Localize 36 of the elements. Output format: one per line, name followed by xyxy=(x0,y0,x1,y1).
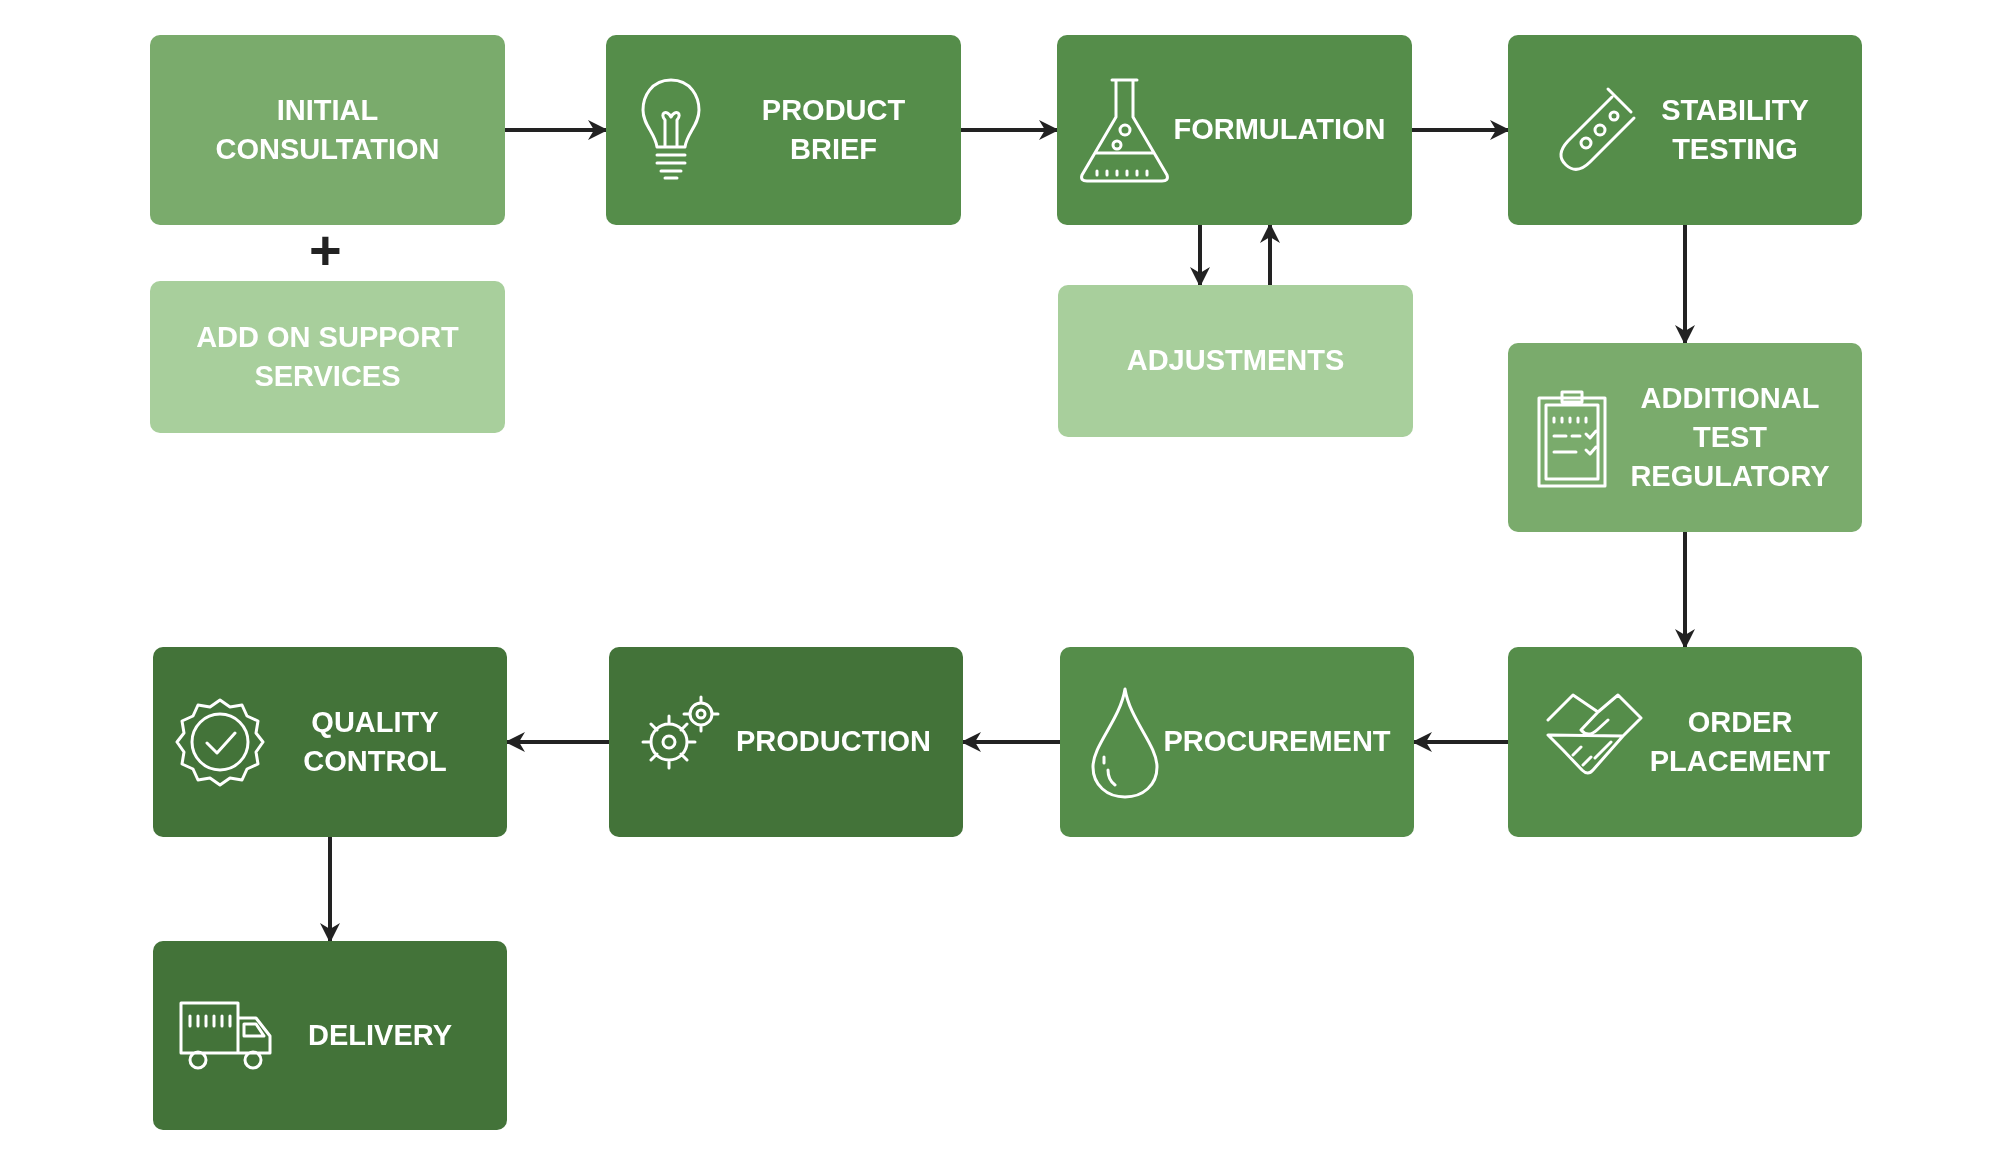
step-label: PRODUCT BRIEF xyxy=(760,92,907,167)
arrow xyxy=(1260,223,1280,285)
process-box xyxy=(150,281,505,433)
process-box xyxy=(609,647,963,837)
plus-sign: + xyxy=(309,222,342,278)
step-label: INITIAL CONSULTATION xyxy=(214,92,441,167)
step-label: PROCUREMENT xyxy=(1163,724,1391,760)
process-box xyxy=(1060,647,1414,837)
process-box xyxy=(150,35,505,225)
arrow xyxy=(505,732,609,752)
step-label: STABILITY TESTING xyxy=(1660,92,1810,167)
process-box xyxy=(606,35,961,225)
process-box xyxy=(153,941,507,1130)
step-label: QUALITY CONTROL xyxy=(302,704,448,779)
step-label: ORDER PLACEMENT xyxy=(1648,704,1832,779)
arrow xyxy=(1675,532,1695,649)
arrow xyxy=(320,837,340,943)
arrow xyxy=(1412,732,1508,752)
process-box xyxy=(1058,285,1413,437)
process-box xyxy=(1057,35,1412,225)
process-box xyxy=(1508,647,1862,837)
arrow xyxy=(961,120,1059,140)
step-label: ADDITIONAL TEST REGULATORY xyxy=(1629,380,1831,495)
process-box xyxy=(1508,343,1862,532)
step-label: ADJUSTMENTS xyxy=(1126,343,1345,379)
step-label: FORMULATION xyxy=(1173,112,1386,148)
process-box xyxy=(1508,35,1862,225)
step-label: ADD ON SUPPORT SERVICES xyxy=(195,319,460,394)
arrow xyxy=(1190,225,1210,287)
arrow xyxy=(1675,225,1695,345)
step-label: PRODUCTION xyxy=(736,724,931,760)
step-label: DELIVERY xyxy=(308,1017,452,1053)
arrow xyxy=(1412,120,1510,140)
arrow xyxy=(961,732,1060,752)
process-box xyxy=(153,647,507,837)
arrow xyxy=(505,120,608,140)
